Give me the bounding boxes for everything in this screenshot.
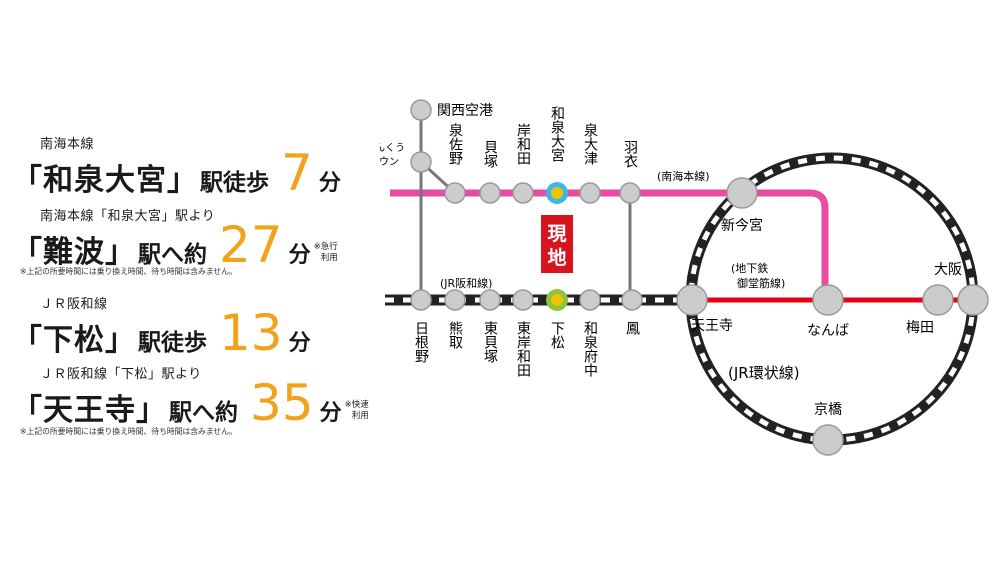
label-namba: なんば [807, 323, 849, 339]
station-shimomatsu [551, 294, 563, 306]
route-4-minutes: 35 [250, 374, 314, 432]
vertical-labels: 泉佐野 貝塚 岸和田 和泉大宮 泉大津 羽衣 日根野 熊取 東貝塚 東岸和田 下… [413, 106, 640, 377]
station-umeda [922, 284, 954, 316]
route-4-suffix: 駅へ約 [169, 400, 238, 426]
station-kansai-airport [410, 99, 432, 121]
route-2-note-line1: ※急行 [313, 242, 338, 252]
route-4-note: ※快速 利用 [345, 400, 369, 422]
label-kaizuka: 貝塚 [482, 140, 498, 168]
label-kyobashi: 京橋 [814, 402, 842, 418]
station-hagoromo [619, 182, 641, 204]
station-kaizuka [479, 182, 501, 204]
route-4-note-line1: ※快速 [344, 400, 369, 410]
current-location-label-1: 現 [547, 223, 566, 245]
station-otori [621, 289, 643, 311]
station-higashikishiwada [512, 289, 534, 311]
station-izumisano [444, 182, 466, 204]
station-tennoji [676, 284, 708, 316]
station-kyobashi [812, 424, 844, 456]
disclaimer-1: ※上記の所要時間には乗り換え時間、待ち時間は含みません。 [20, 267, 237, 276]
route-1-line: 南海本線 [40, 137, 95, 152]
route-3-suffix: 駅徒歩 [138, 330, 207, 356]
label-kishiwada: 岸和田 [515, 123, 531, 165]
route-1-minutes: 7 [281, 144, 313, 202]
route-2: 「難波」 駅へ約 27 分 ※急行 利用 [12, 220, 338, 271]
route-1-suffix: 駅徒歩 [200, 170, 269, 196]
label-izumisano: 泉佐野 [447, 122, 463, 165]
station-izumiotsu [579, 182, 601, 204]
current-location-label-2: 地 [547, 246, 566, 269]
label-umeda: 梅田 [906, 320, 934, 336]
nankai-main-line [390, 189, 829, 300]
label-izumiomiya: 和泉大宮 [549, 106, 565, 162]
station-namba [812, 284, 844, 316]
label-otori: 鳳 [624, 321, 640, 335]
station-izumiomiya [551, 187, 563, 199]
label-rinku-2: タウン [380, 156, 399, 168]
route-2-suffix: 駅へ約 [138, 242, 207, 268]
label-higashikishiwada: 東岸和田 [515, 321, 531, 377]
label-kumatori: 熊取 [447, 321, 463, 349]
hanwa-line-label: (JR阪和線) [440, 276, 492, 290]
route-3-unit: 分 [288, 331, 311, 356]
route-map: (南海本線) (JR阪和線) (JR環状線) (地下鉄 御堂筋線) 現 地 関西… [380, 99, 989, 456]
loop-line-label: (JR環状線) [728, 364, 800, 382]
route-1-unit: 分 [318, 171, 341, 196]
route-1: 「和泉大宮」 駅徒歩 7 分 [12, 148, 341, 199]
station-rinku [410, 151, 432, 173]
route-4: 「天王寺」 駅へ約 35 分 ※快速 利用 [12, 378, 369, 429]
label-higashikaizuka: 東貝塚 [482, 321, 498, 363]
route-2-minutes: 27 [219, 216, 283, 274]
route-2-line: 南海本線「和泉大宮」駅より [40, 209, 216, 224]
route-4-unit: 分 [319, 401, 342, 426]
route-4-note-line2: 利用 [351, 411, 369, 421]
subway-line-label-1: (地下鉄 [731, 261, 768, 275]
label-tennoji: 天王寺 [691, 318, 733, 334]
route-3: 「下松」 駅徒歩 13 分 [12, 308, 311, 359]
route-3-minutes: 13 [219, 304, 283, 362]
access-panel: 南海本線 「和泉大宮」 駅徒歩 7 分 南海本線「和泉大宮」駅より 「難波」 駅… [0, 0, 395, 585]
station-higashikaizuka [479, 289, 501, 311]
route-2-unit: 分 [288, 243, 311, 268]
route-3-line: ＪＲ阪和線 [40, 297, 108, 312]
nankai-line-label: (南海本線) [657, 169, 710, 183]
route-4-station: 「天王寺」 [12, 393, 167, 428]
current-location-box [541, 215, 573, 273]
label-shinimamiya: 新今宮 [721, 218, 763, 234]
subway-line-label-2: 御堂筋線) [737, 276, 785, 290]
station-hineno [410, 289, 432, 311]
station-izumifuchu [579, 289, 601, 311]
label-osaka: 大阪 [934, 262, 962, 278]
route-1-station: 「和泉大宮」 [12, 163, 198, 198]
label-izumifuchu: 和泉府中 [582, 321, 598, 377]
label-shimomatsu: 下松 [549, 321, 565, 349]
route-2-station: 「難波」 [12, 235, 136, 270]
label-hineno: 日根野 [413, 321, 429, 363]
station-kumatori [444, 289, 466, 311]
label-hagoromo: 羽衣 [622, 140, 638, 168]
route-3-station: 「下松」 [12, 323, 136, 358]
station-osaka [957, 284, 989, 316]
route-2-note-line2: 利用 [320, 253, 338, 263]
station-markers [410, 99, 989, 456]
station-kishiwada [512, 182, 534, 204]
station-shinimamiya [726, 177, 758, 209]
route-2-note: ※急行 利用 [314, 242, 338, 264]
route-4-line: ＪＲ阪和線「下松」駅より [40, 367, 202, 382]
disclaimer-2: ※上記の所要時間には乗り換え時間、待ち時間は含みません。 [20, 427, 237, 436]
label-kansai-airport: 関西空港 [437, 103, 493, 119]
label-izumiotsu: 泉大津 [582, 122, 598, 165]
label-rinku-1: りんくう [380, 142, 405, 154]
